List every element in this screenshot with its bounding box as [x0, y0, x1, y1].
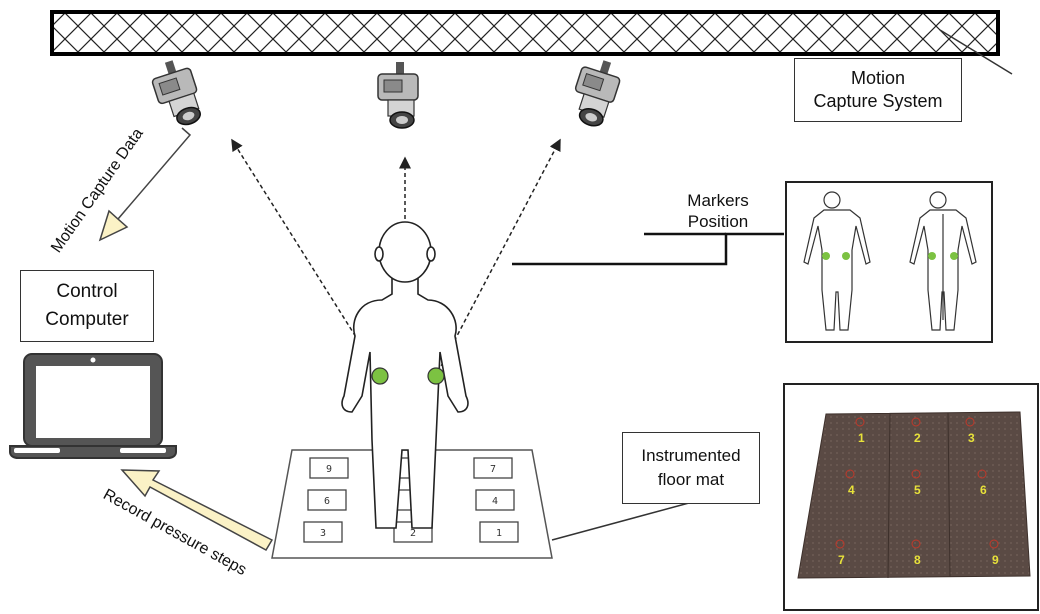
mat-tile	[475, 489, 515, 511]
marker-dot	[427, 367, 445, 385]
body-chart-back-icon	[909, 191, 977, 331]
mat-tile-number: 4	[492, 496, 498, 507]
mat-tile-number: 7	[490, 464, 496, 475]
mat-tile-number: 6	[324, 496, 330, 507]
label-line: floor mat	[657, 470, 725, 489]
motion-capture-system-label: Motion Capture System	[794, 58, 962, 122]
sensor-circle	[911, 539, 921, 549]
mat-tile-number: 3	[320, 528, 326, 539]
sensor-circle	[855, 417, 865, 427]
sensor-circle	[977, 469, 987, 479]
mat-tile	[309, 457, 349, 479]
photo-mat-number: 3	[968, 431, 975, 445]
mat-tile	[479, 521, 519, 543]
marker-ray	[437, 138, 561, 373]
sensor-circle	[965, 417, 975, 427]
label-line: Markers	[687, 191, 749, 210]
label-line: Control	[56, 281, 118, 302]
camera-icon	[147, 55, 207, 132]
human-figure-icon	[341, 221, 469, 529]
mat-tile-number: 2	[410, 528, 416, 539]
photo-mat-number: 8	[914, 553, 921, 567]
mat-tile	[303, 521, 343, 543]
camera-icon	[377, 61, 419, 129]
markers-position-label: Markers Position	[660, 190, 776, 232]
photo-mat-number: 7	[838, 553, 845, 567]
photo-mat-number: 4	[848, 483, 855, 497]
photo-mat-number: 1	[858, 431, 865, 445]
sensor-circle	[911, 417, 921, 427]
label-line: Capture System	[813, 91, 943, 111]
connector-line	[551, 499, 701, 541]
sensor-circle	[835, 539, 845, 549]
body-chart-front-icon	[803, 191, 871, 331]
label-line: Instrumented	[641, 446, 741, 465]
mat-tile	[473, 457, 513, 479]
label-line: Computer	[45, 309, 129, 330]
photo-mat-number: 9	[992, 553, 999, 567]
mat-tile	[307, 489, 347, 511]
connector-line	[939, 29, 1013, 75]
sensor-circle	[911, 469, 921, 479]
sensor-circle	[845, 469, 855, 479]
photo-mat-number: 6	[980, 483, 987, 497]
photo-mat-number: 5	[914, 483, 921, 497]
camera-truss	[50, 10, 1000, 56]
marker-dot	[371, 367, 389, 385]
floor-mat-photo: 1 2 3 4 5 6 7 8 9	[783, 383, 1039, 611]
instrumented-floor-mat-label: Instrumented floor mat	[622, 432, 760, 504]
mat-tile-number: 1	[496, 528, 502, 539]
body-chart-panel	[785, 181, 993, 343]
label-line: Position	[687, 212, 749, 231]
laptop-icon	[9, 353, 177, 459]
camera-icon	[565, 53, 626, 131]
motion-data-arrow	[98, 127, 192, 242]
pressure-steps-arrow	[120, 469, 274, 552]
photo-mat-number: 2	[914, 431, 921, 445]
mat-tile-number: 9	[326, 464, 332, 475]
sensor-circle	[989, 539, 999, 549]
control-computer-label: Control Computer	[20, 270, 154, 342]
label-line: Motion	[850, 68, 906, 88]
connector-line	[512, 232, 784, 266]
